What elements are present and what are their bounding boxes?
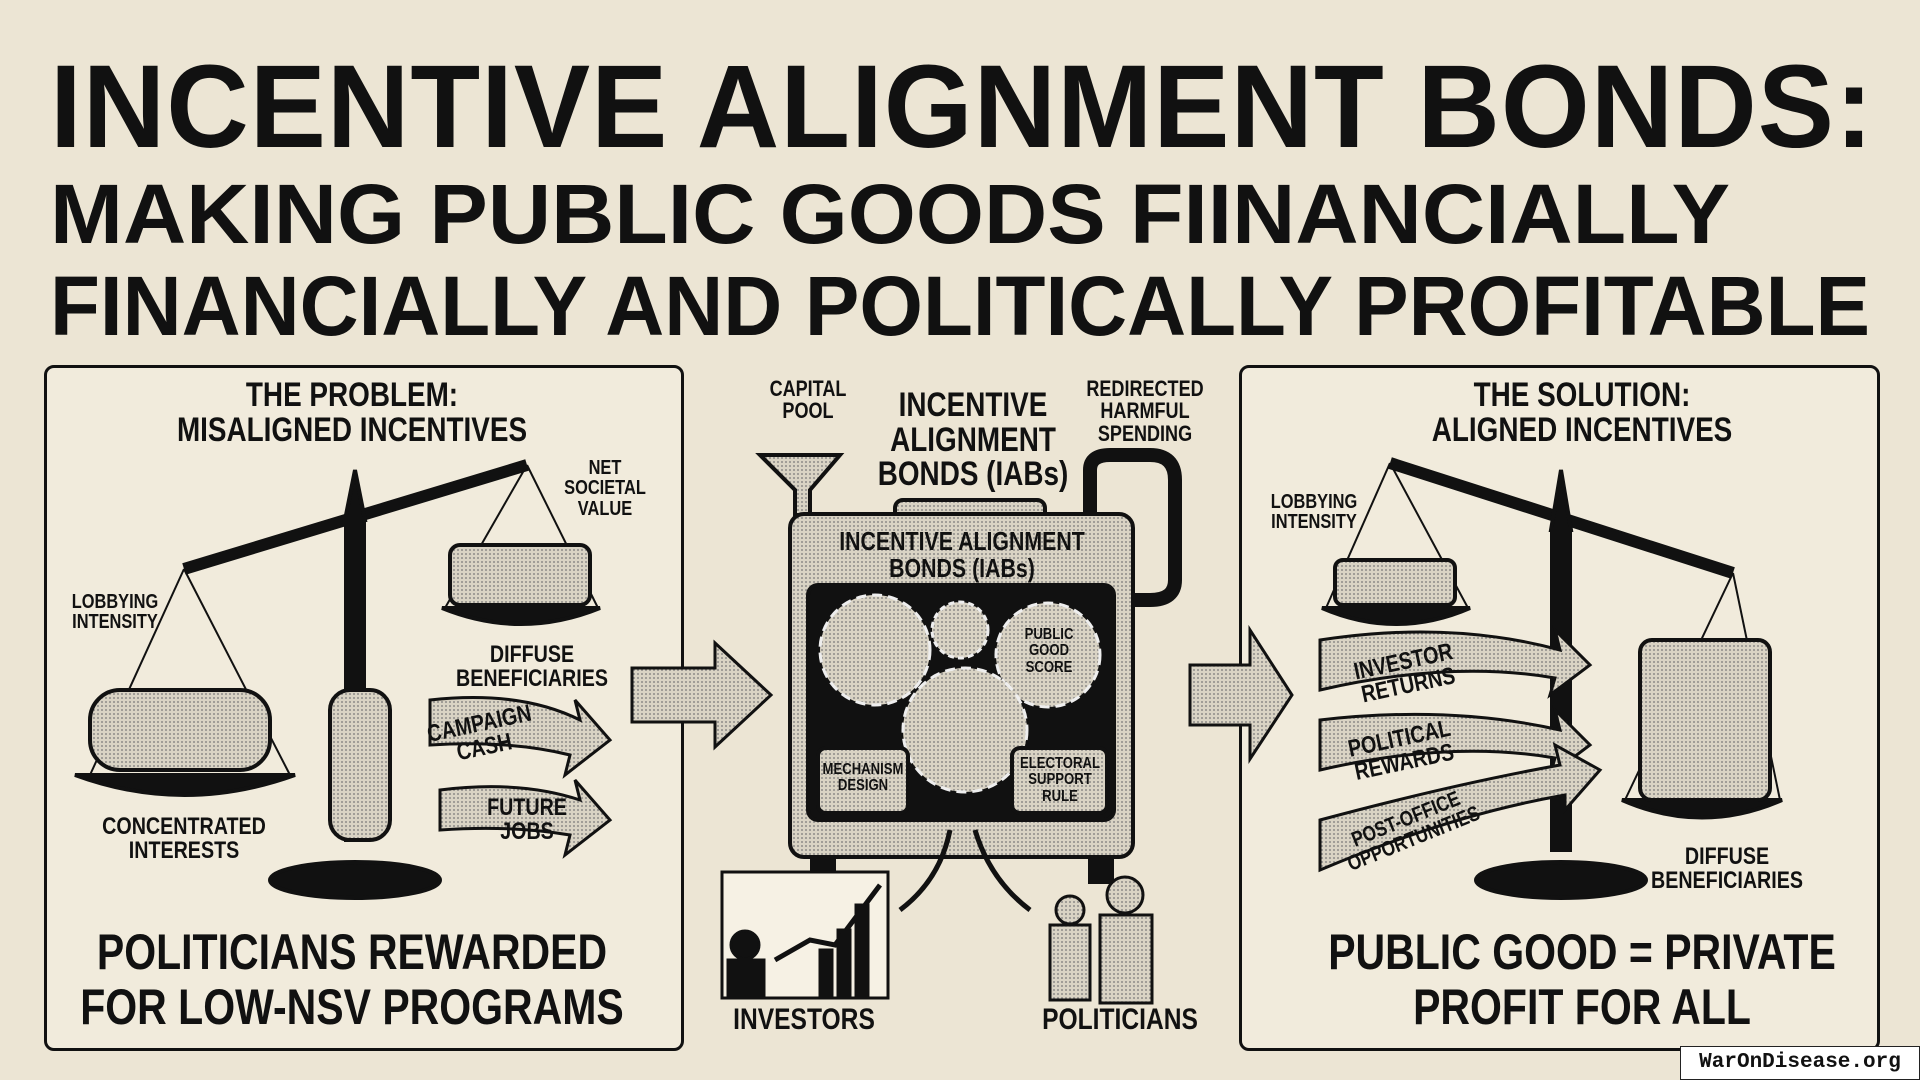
watermark: WarOnDisease.org [1680,1046,1920,1080]
left-flow-arrow [630,639,774,751]
investors-label: INVESTORS [733,1003,875,1036]
title-line-3: FINANCIALLY AND POLITICALLY PROFITABLE [50,259,1870,353]
campaign-cash-arrow [428,696,613,859]
right-flow-arrow [1188,624,1294,765]
problem-heading: THE PROBLEM:MISALIGNED INCENTIVES [176,376,528,449]
incentive-ribbons [1318,625,1603,873]
problem-scale-icon [74,459,601,900]
politicians-label: POLITICIANS [1042,1003,1198,1036]
investors-chart-icon [720,870,890,1000]
title-line-2: MAKING PUBLIC GOODS FIINANCIALLY [50,167,1731,261]
politicians-icon [1048,875,1154,1005]
iab-machine-icon [755,448,1182,912]
title-line-1: INCENTIVE ALIGNMENT BONDS: [50,41,1874,173]
solution-heading: THE SOLUTION:ALIGNED INCENTIVES [1431,376,1733,449]
